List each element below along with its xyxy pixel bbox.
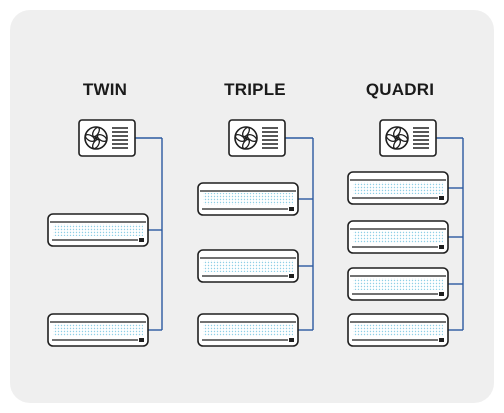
wall-split-ac-icon-quadri-3: [347, 267, 449, 301]
wall-split-ac-icon-quadri-1: [347, 171, 449, 205]
wall-split-ac-icon-quadri-4: [347, 313, 449, 347]
outdoor-unit-fan-icon-triple: [228, 119, 286, 157]
outdoor-unit-fan-icon-quadri: [379, 119, 437, 157]
title-twin: TWIN: [82, 80, 128, 99]
title-quadri: QUADRI: [365, 80, 435, 99]
wall-split-ac-icon-twin-2: [47, 313, 149, 347]
outdoor-unit-fan-icon-twin: [78, 119, 136, 157]
wall-split-ac-icon-triple-3: [197, 313, 299, 347]
wall-split-ac-icon-triple-1: [197, 182, 299, 216]
title-triple: TRIPLE: [224, 80, 286, 99]
wall-split-ac-icon-twin-1: [47, 213, 149, 247]
wall-split-ac-icon-quadri-2: [347, 220, 449, 254]
wall-split-ac-icon-triple-2: [197, 249, 299, 283]
